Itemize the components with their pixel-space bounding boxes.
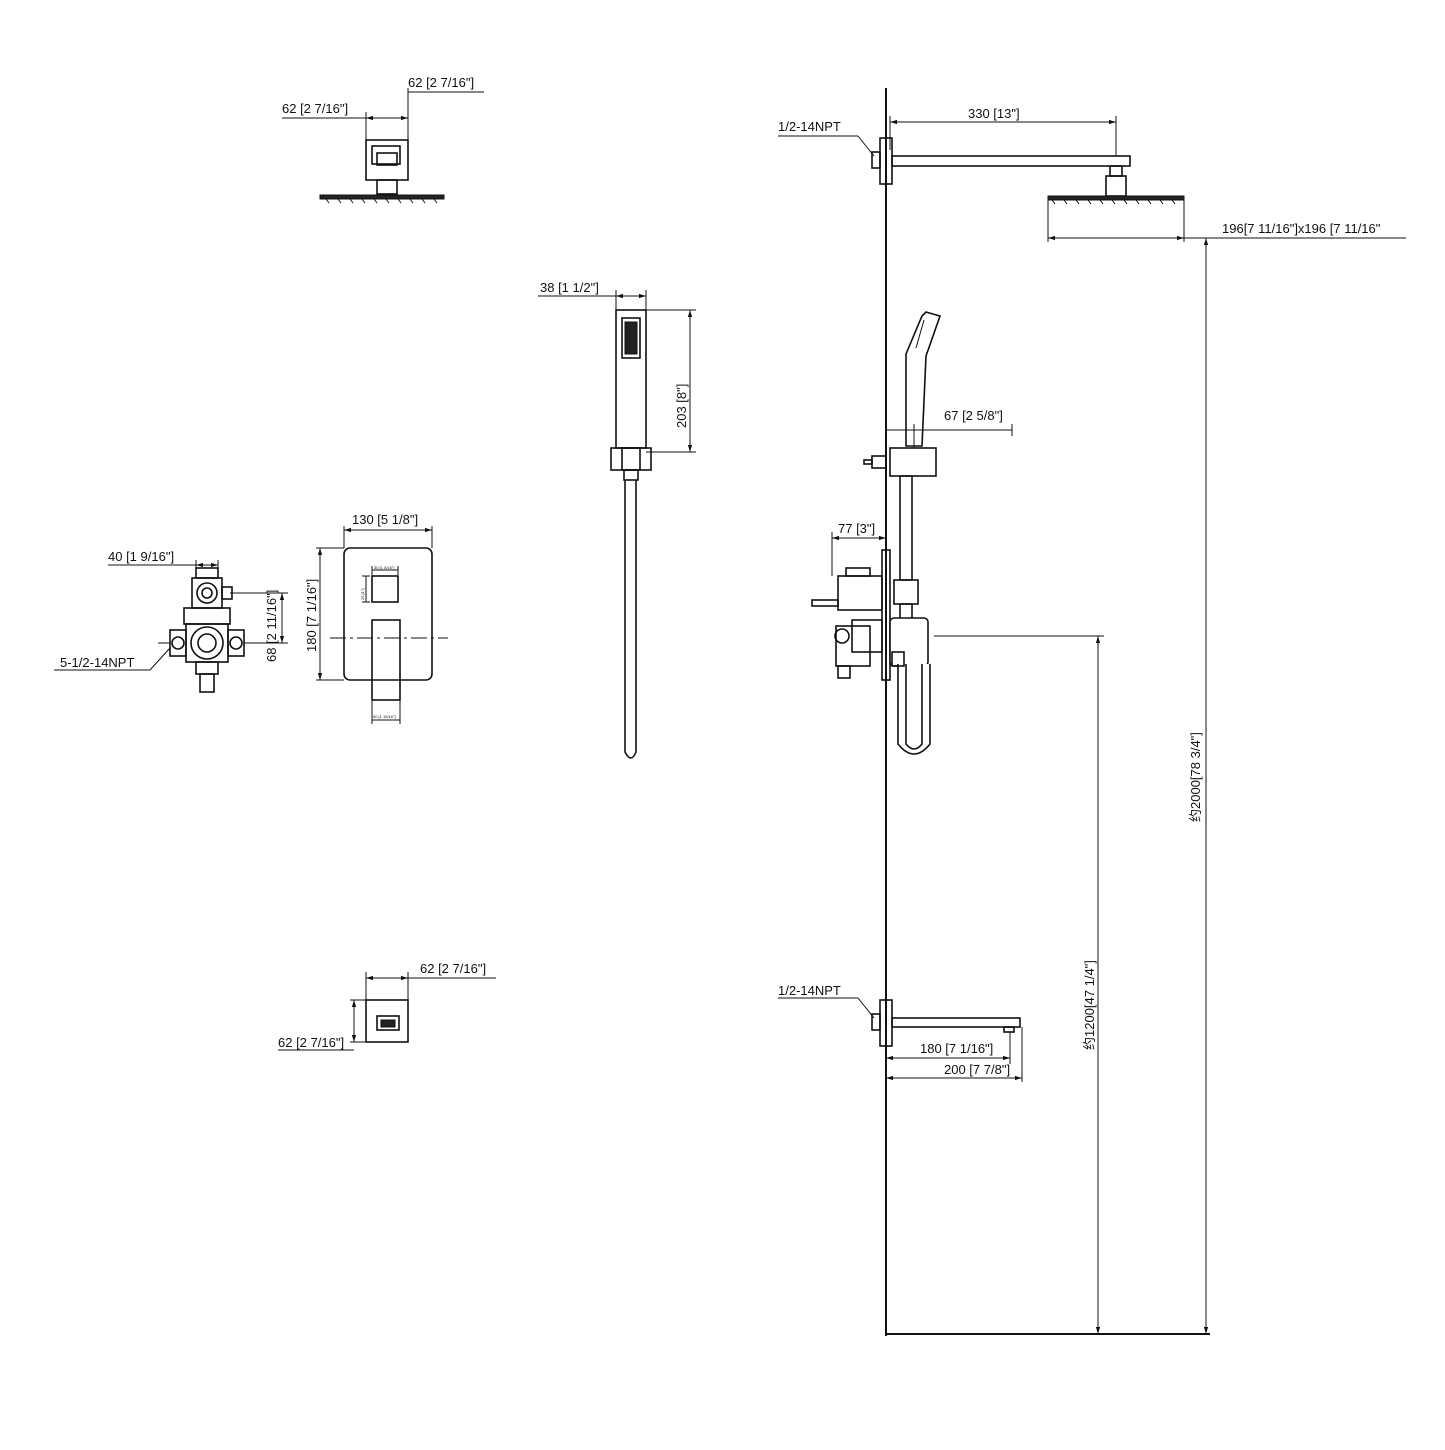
total-height-label: 约2000[78 3/4"] <box>1188 732 1203 822</box>
trim-width-label: 130 [5 1/8"] <box>352 512 418 527</box>
valve-height-label: 68 [2 11/16"] <box>264 590 279 662</box>
rain-head-side-view <box>282 88 484 204</box>
valve-ports-label: 5-1/2-14NPT <box>60 655 134 670</box>
slide-offset-label: 67 [2 5/8"] <box>944 408 1003 423</box>
arm-length-label: 330 [13"] <box>968 106 1020 121</box>
head-size-label: 196[7 11/16"]x196 [7 11/16" <box>1222 221 1381 236</box>
trim-height-label: 180 [7 1/16"] <box>304 579 319 652</box>
spout-length-long-label: 200 [7 7/8"] <box>944 1062 1010 1077</box>
spout-side-width-label: 62 [2 7/16"] <box>420 961 486 976</box>
trim-small-top-label: 30 [1 3/16"] <box>374 565 394 570</box>
head-side-width-label: 62 [2 7/16"] <box>408 75 474 90</box>
handheld-length-label: 203 [8"] <box>674 384 689 428</box>
valve-floor-height-label: 约1200[47 1/4"] <box>1082 960 1097 1050</box>
installation-elevation <box>778 88 1406 1336</box>
head-side-depth-label: 62 [2 7/16"] <box>282 101 348 116</box>
arm-thread-label: 1/2-14NPT <box>778 119 841 134</box>
spout-length-short-label: 180 [7 1/16"] <box>920 1041 993 1056</box>
valve-top-width-label: 40 [1 9/16"] <box>108 549 174 564</box>
spout-side-view <box>278 972 496 1051</box>
valve-trim-plate <box>316 526 448 724</box>
rough-in-valve <box>54 560 288 693</box>
handheld-shower <box>538 290 696 759</box>
valve-depth-label: 77 [3"] <box>838 521 875 536</box>
trim-small-bottom-label: 50 [1 15/16"] <box>373 714 396 719</box>
trim-small-side-label: 25 [1"] <box>360 589 365 600</box>
spout-thread-label: 1/2-14NPT <box>778 983 841 998</box>
handheld-width-label: 38 [1 1/2"] <box>540 280 599 295</box>
spout-side-depth-label: 62 [2 7/16"] <box>278 1035 344 1050</box>
